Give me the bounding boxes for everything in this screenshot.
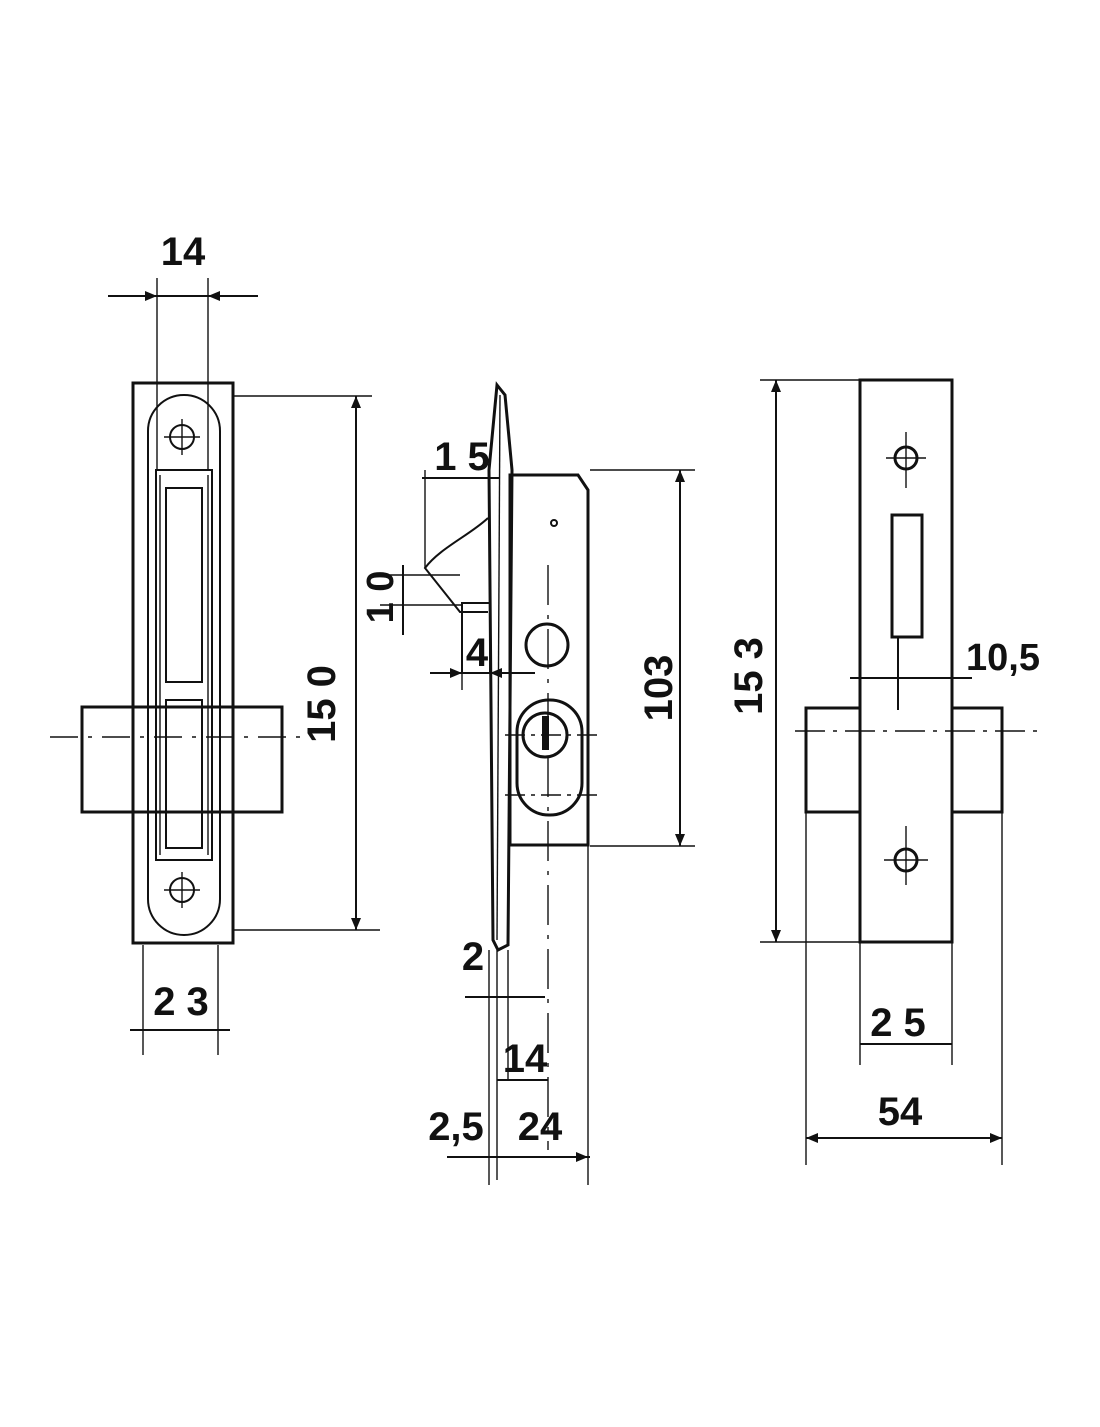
side-dim-24: 24 — [518, 1105, 563, 1149]
side-cylinder-slot — [515, 698, 584, 817]
front-faceplate — [131, 381, 235, 945]
side-dim-15: 1 5 — [434, 435, 490, 479]
case-dim-25: 2 5 — [870, 1001, 926, 1045]
side-latch-bolt — [423, 517, 489, 613]
front-latch-slot — [155, 469, 213, 861]
case-latch-window — [890, 513, 924, 639]
front-view: 14 15 0 2 3 — [50, 230, 380, 1055]
side-dim-14: 14 — [503, 1037, 548, 1081]
case-right-spindle — [950, 706, 1004, 814]
side-dim-2: 2 — [462, 935, 484, 979]
front-dim-top-width: 14 — [161, 230, 206, 274]
side-dim-103: 103 — [637, 655, 681, 722]
side-lock-body — [508, 473, 590, 847]
case-body — [858, 378, 954, 944]
side-dim-2-5: 2,5 — [428, 1105, 484, 1149]
side-dim-4: 4 — [466, 631, 489, 675]
side-faceplate — [487, 381, 514, 953]
front-latch-body-upper — [165, 487, 203, 683]
front-handle-block — [80, 705, 284, 814]
case-view: 15 3 10,5 2 5 54 — [727, 378, 1040, 1165]
case-dim-10-5: 10,5 — [966, 637, 1040, 679]
case-dim-54: 54 — [878, 1090, 923, 1134]
front-dim-bottom-width: 2 3 — [153, 980, 209, 1024]
front-dim-height: 15 0 — [300, 665, 344, 743]
front-latch-body-lower — [165, 699, 203, 849]
case-left-spindle — [804, 706, 862, 814]
front-inner-plate — [147, 394, 221, 936]
case-dim-height: 15 3 — [727, 637, 771, 715]
side-view: 1 5 1 0 4 103 2 14 2,5 24 — [360, 381, 695, 1185]
side-dim-10: 1 0 — [360, 571, 402, 624]
side-follower-hole — [524, 622, 570, 668]
